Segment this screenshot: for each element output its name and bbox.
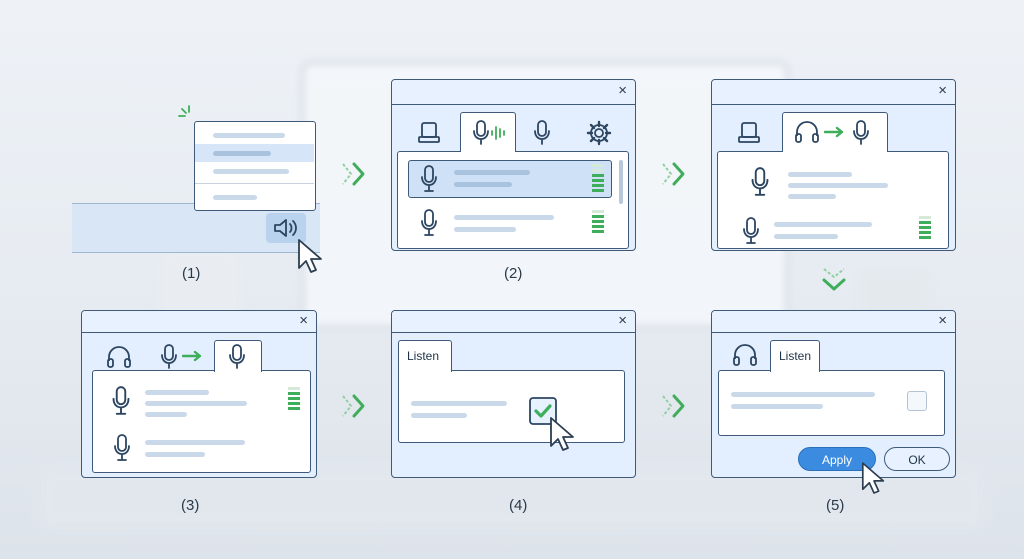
cursor-icon (550, 417, 574, 451)
cursor-icon (298, 239, 322, 273)
checkbox-checked-icon[interactable] (528, 396, 558, 426)
context-menu-item-label (213, 151, 271, 156)
microphone-icon (421, 165, 437, 192)
context-menu-item[interactable] (213, 169, 289, 174)
tab-listen[interactable]: Listen (770, 340, 820, 372)
microphone-icon (421, 209, 437, 236)
device-name (145, 390, 209, 395)
context-menu (194, 121, 316, 211)
cursor-icon (861, 462, 885, 494)
sound-dialog: × (711, 79, 956, 251)
device-detail (145, 401, 247, 406)
setting-detail (731, 404, 823, 409)
level-meter-icon (592, 164, 604, 192)
device-name (454, 170, 530, 175)
context-menu-item[interactable] (213, 195, 257, 200)
flow-arrow-icon (822, 268, 846, 291)
microphone-icon (112, 386, 130, 415)
setting-label (411, 401, 507, 406)
device-detail (788, 183, 888, 188)
step-caption: (1) (182, 265, 201, 282)
device-list-panel (397, 151, 629, 249)
flow-arrow-icon (342, 162, 365, 186)
title-bar (712, 311, 955, 333)
close-button[interactable]: × (618, 312, 627, 329)
microphone-icon (229, 344, 245, 369)
device-detail (454, 227, 516, 232)
device-name (788, 172, 852, 177)
title-bar (392, 80, 635, 105)
device-name (145, 440, 245, 445)
device-detail (774, 234, 838, 239)
checkbox[interactable] (907, 391, 927, 411)
click-spark-icon (178, 105, 190, 117)
flow-arrow-icon (662, 162, 685, 186)
device-name (454, 215, 554, 220)
level-meter-icon (288, 387, 300, 410)
microphone-icon (743, 217, 759, 244)
device-detail (454, 182, 512, 187)
close-button[interactable]: × (299, 312, 308, 329)
microphone-icon (853, 120, 869, 145)
flow-arrow-icon (662, 394, 685, 418)
context-menu-item[interactable] (213, 133, 285, 138)
microphone-icon[interactable] (158, 343, 180, 371)
device-detail (145, 452, 205, 457)
title-bar (712, 80, 955, 105)
microphone-icon (751, 167, 769, 196)
setting-label (731, 392, 875, 397)
level-meter-icon (919, 216, 931, 239)
tab-listen-label: Listen (407, 349, 440, 363)
playback-device-icon[interactable] (738, 120, 760, 144)
step-caption: (3) (181, 497, 200, 514)
device-list-panel (92, 370, 311, 473)
close-button[interactable]: × (938, 82, 947, 99)
properties-dialog: × Listen (391, 310, 636, 478)
device-detail (788, 194, 836, 199)
gear-icon[interactable] (586, 120, 612, 146)
headphones-icon[interactable] (732, 343, 758, 367)
tab-listen-label: Listen (779, 349, 812, 363)
sound-dialog: × (391, 79, 636, 251)
listen-panel (398, 370, 625, 443)
properties-dialog: × Listen Apply OK (711, 310, 956, 494)
title-bar (82, 311, 316, 333)
title-bar (392, 311, 635, 333)
background-desk (40, 468, 984, 528)
sound-dialog: × (81, 310, 317, 478)
close-button[interactable]: × (938, 312, 947, 329)
device-list-panel (717, 151, 949, 249)
setting-detail (411, 413, 467, 418)
scrollbar[interactable] (619, 160, 623, 204)
listen-panel (718, 370, 945, 436)
step-caption: (2) (504, 265, 523, 282)
context-menu-divider (195, 183, 314, 184)
level-meter-icon (592, 210, 604, 233)
step-caption: (5) (826, 497, 845, 514)
headphones-icon[interactable] (106, 345, 132, 369)
playback-device-icon[interactable] (418, 120, 440, 144)
recording-waveform-icon (473, 120, 505, 145)
headphones-icon (795, 121, 819, 143)
microphone-icon[interactable] (531, 119, 553, 147)
right-arrow-icon (824, 126, 844, 138)
device-row-selected[interactable] (408, 160, 612, 198)
microphone-icon (114, 434, 130, 461)
flow-arrow-icon (342, 394, 365, 418)
right-arrow-icon (182, 350, 202, 362)
device-detail (145, 412, 187, 417)
step-caption: (4) (509, 497, 528, 514)
device-name (774, 222, 872, 227)
tab-listen[interactable]: Listen (398, 340, 452, 372)
background-speaker-left (160, 250, 240, 320)
ok-button[interactable]: OK (884, 447, 950, 471)
close-button[interactable]: × (618, 82, 627, 99)
speaker-icon[interactable] (272, 216, 302, 240)
